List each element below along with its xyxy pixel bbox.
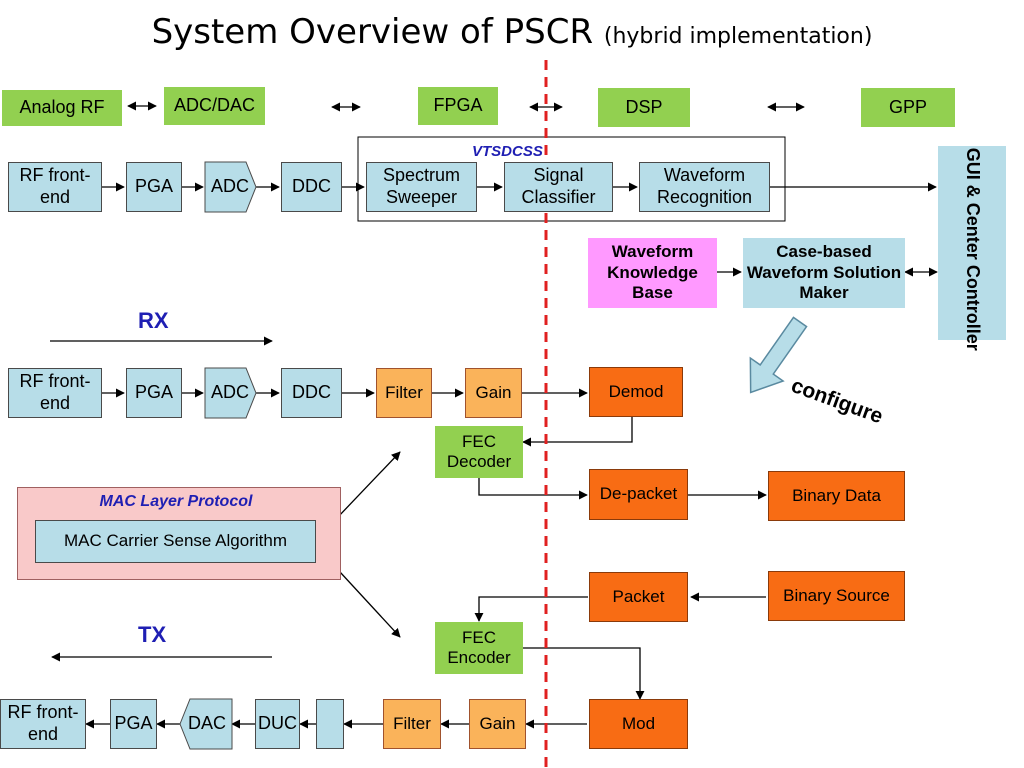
tx-label: TX [138, 622, 167, 647]
page-title: System Overview of PSCR (hybrid implemen… [0, 12, 1024, 52]
solution-maker: Case-based Waveform Solution Maker [743, 238, 905, 308]
adc-shape-rx [204, 367, 257, 419]
fec-encoder: FEC Encoder [435, 622, 523, 674]
top-rf-front-end: RF front-end [8, 162, 102, 212]
adc-shape-top [204, 161, 257, 213]
tx-filter: Filter [383, 699, 441, 749]
top-pga: PGA [126, 162, 182, 212]
platform-analog-rf: Analog RF [2, 90, 122, 126]
top-ddc: DDC [281, 162, 342, 212]
gui-label: GUI & Center Controller [962, 148, 983, 352]
platform-fpga: FPGA [418, 87, 498, 125]
gui-center-controller: GUI & Center Controller [938, 146, 1006, 352]
signal-classifier: Signal Classifier [504, 162, 613, 212]
binary-source: Binary Source [768, 571, 905, 621]
binary-data: Binary Data [768, 471, 905, 521]
fec-decoder: FEC Decoder [435, 426, 523, 478]
platform-gpp: GPP [861, 88, 955, 127]
waveform-recognition: Waveform Recognition [639, 162, 770, 212]
tx-mod: Mod [589, 699, 688, 749]
mac-layer-title: MAC Layer Protocol [99, 493, 253, 510]
top-adc: ADC [210, 176, 249, 197]
rx-ddc: DDC [281, 368, 342, 418]
configure-arrow [749, 316, 808, 394]
tx-duc: DUC [255, 699, 300, 749]
mac-carrier-sense-algorithm: MAC Carrier Sense Algorithm [35, 520, 316, 563]
upsample-box [316, 699, 344, 749]
rx-adc: ADC [210, 382, 249, 403]
tx-rf-front-end: RF front-end [0, 699, 86, 749]
rx-rf-front-end: RF front-end [8, 368, 102, 418]
depacket: De-packet [589, 469, 688, 520]
rx-gain: Gain [465, 368, 522, 418]
vtsdcss-label: VTSDCSS [472, 143, 543, 160]
rx-pga: PGA [126, 368, 182, 418]
vtsdcss-frame [357, 136, 786, 222]
tx-gain: Gain [469, 699, 526, 749]
platform-adc-dac: ADC/DAC [164, 87, 265, 125]
tx-pga: PGA [110, 699, 157, 749]
rx-filter: Filter [376, 368, 432, 418]
tx-dac: DAC [187, 713, 226, 734]
packet: Packet [589, 572, 688, 622]
title-sub: (hybrid implementation) [603, 24, 873, 49]
spectrum-sweeper: Spectrum Sweeper [366, 162, 477, 212]
dac-shape-tx [179, 698, 233, 750]
platform-dsp: DSP [598, 88, 690, 127]
rx-demod: Demod [589, 367, 683, 417]
waveform-knowledge-base: Waveform Knowledge Base [588, 238, 717, 308]
title-main: System Overview of PSCR [151, 12, 594, 52]
rx-label: RX [138, 308, 169, 333]
